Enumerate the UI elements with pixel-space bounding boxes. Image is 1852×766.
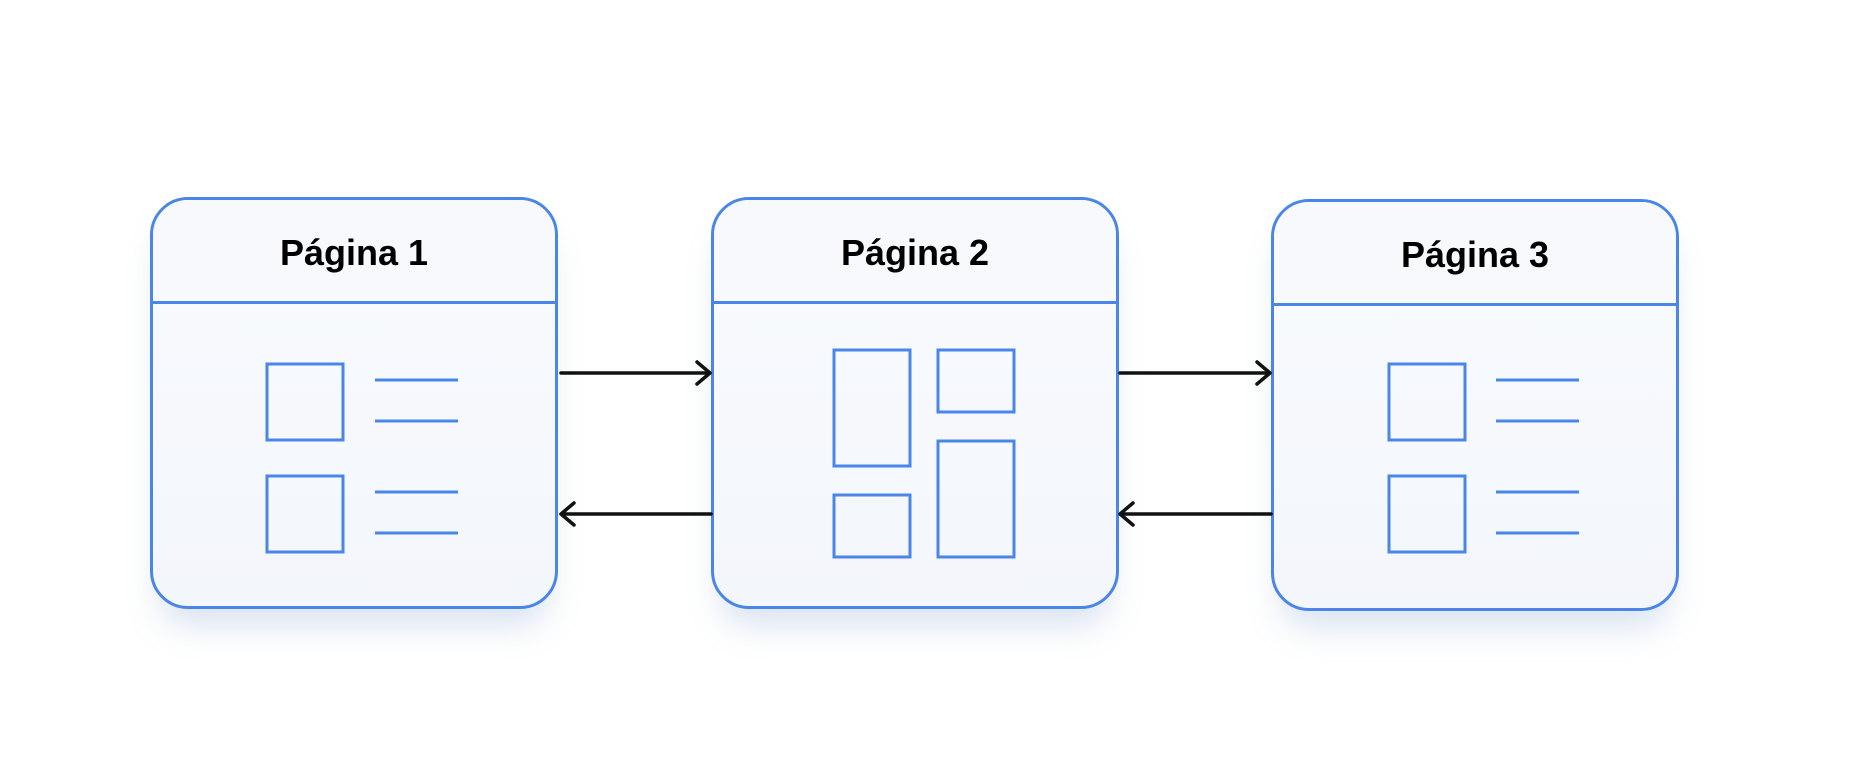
arrow-left-icon <box>1118 501 1273 527</box>
page-card-body <box>714 304 1116 606</box>
arrow-right-icon <box>1118 360 1272 386</box>
page-title: Página 3 <box>1400 233 1550 275</box>
list-layout-icon <box>1387 362 1579 554</box>
page-card-header: Página 3 <box>1274 202 1676 306</box>
grid-block-placeholder <box>832 493 912 559</box>
grid-block-placeholder <box>936 439 1016 559</box>
page-card-3: Página 3 <box>1271 199 1679 611</box>
list-layout-icon <box>265 362 458 554</box>
page-title: Página 1 <box>279 231 429 273</box>
thumbnail-placeholder <box>1387 362 1467 442</box>
page-card-1: Página 1 <box>150 197 558 609</box>
grid-block-placeholder <box>832 348 912 468</box>
thumbnail-placeholder <box>1387 474 1467 554</box>
thumbnail-placeholder <box>265 474 345 554</box>
page-card-body <box>1274 306 1676 608</box>
grid-layout-icon <box>832 348 1016 559</box>
page-title: Página 2 <box>840 231 990 273</box>
grid-block-placeholder <box>936 348 1016 414</box>
page-card-header: Página 1 <box>153 200 555 304</box>
page-card-2: Página 2 <box>711 197 1119 609</box>
thumbnail-placeholder <box>265 362 345 442</box>
arrow-left-icon <box>559 501 713 527</box>
arrow-right-icon <box>559 360 712 386</box>
page-card-header: Página 2 <box>714 200 1116 304</box>
page-card-body <box>153 304 555 606</box>
